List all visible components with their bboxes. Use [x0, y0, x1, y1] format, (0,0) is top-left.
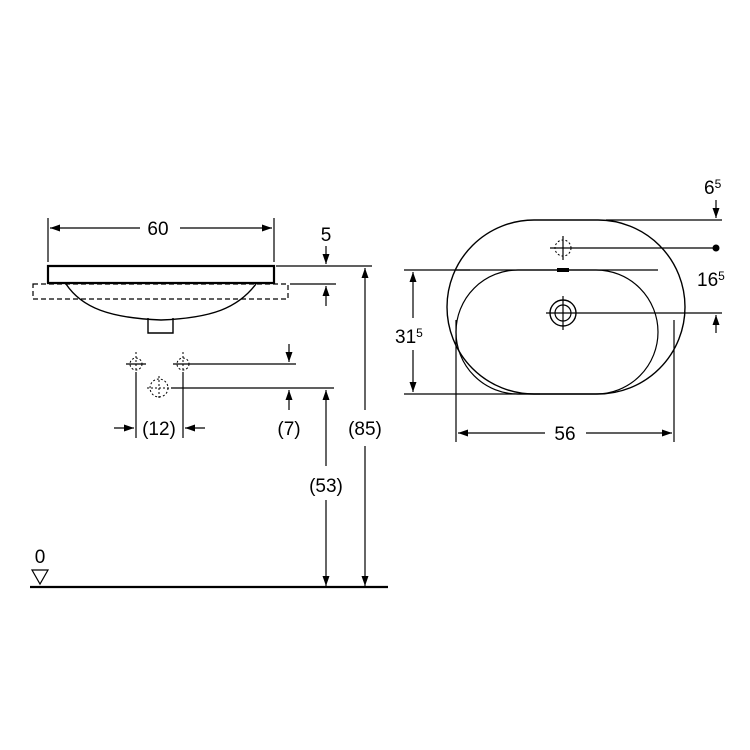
tap-offset-top-label: 65 — [704, 177, 722, 199]
tap-spacing-label: (12) — [142, 419, 176, 440]
basin-side-outline — [32, 264, 289, 334]
width-top-label: 56 — [554, 424, 575, 445]
drain-offset-top-label: 165 — [697, 269, 725, 291]
dimension-tap-offset-top: 65 — [606, 177, 722, 221]
side-view: 60 5 (12) — [30, 218, 388, 589]
total-height-label: (85) — [348, 419, 382, 440]
dimension-tap-spacing: (12) — [114, 372, 205, 440]
dimension-drain-offset-top: 165 — [697, 269, 725, 333]
floor-label: 0 — [35, 547, 46, 568]
tap-offset-label: (7) — [277, 419, 300, 440]
rim-label: 5 — [321, 225, 332, 246]
dimension-width-60: 60 — [47, 218, 275, 262]
basin-top-outline — [446, 219, 686, 395]
drain-hole-top — [546, 296, 722, 330]
top-view: 65 165 315 56 — [395, 177, 725, 445]
tap-hole-top — [550, 236, 720, 272]
dimension-drain-height: (53) — [309, 390, 343, 586]
depth-top-label: 315 — [395, 326, 423, 348]
floor-reference: 0 — [30, 547, 388, 589]
width-label: 60 — [147, 219, 168, 240]
drain-height-label: (53) — [309, 476, 343, 497]
dimension-total-height: (85) — [348, 268, 382, 586]
dimension-rim-5: 5 — [276, 225, 372, 306]
dimension-tap-offset: (7) — [277, 344, 301, 440]
dimension-width-top: 56 — [455, 320, 675, 445]
dimension-depth-top: 315 — [395, 269, 540, 395]
tap-markers-side — [126, 352, 334, 400]
